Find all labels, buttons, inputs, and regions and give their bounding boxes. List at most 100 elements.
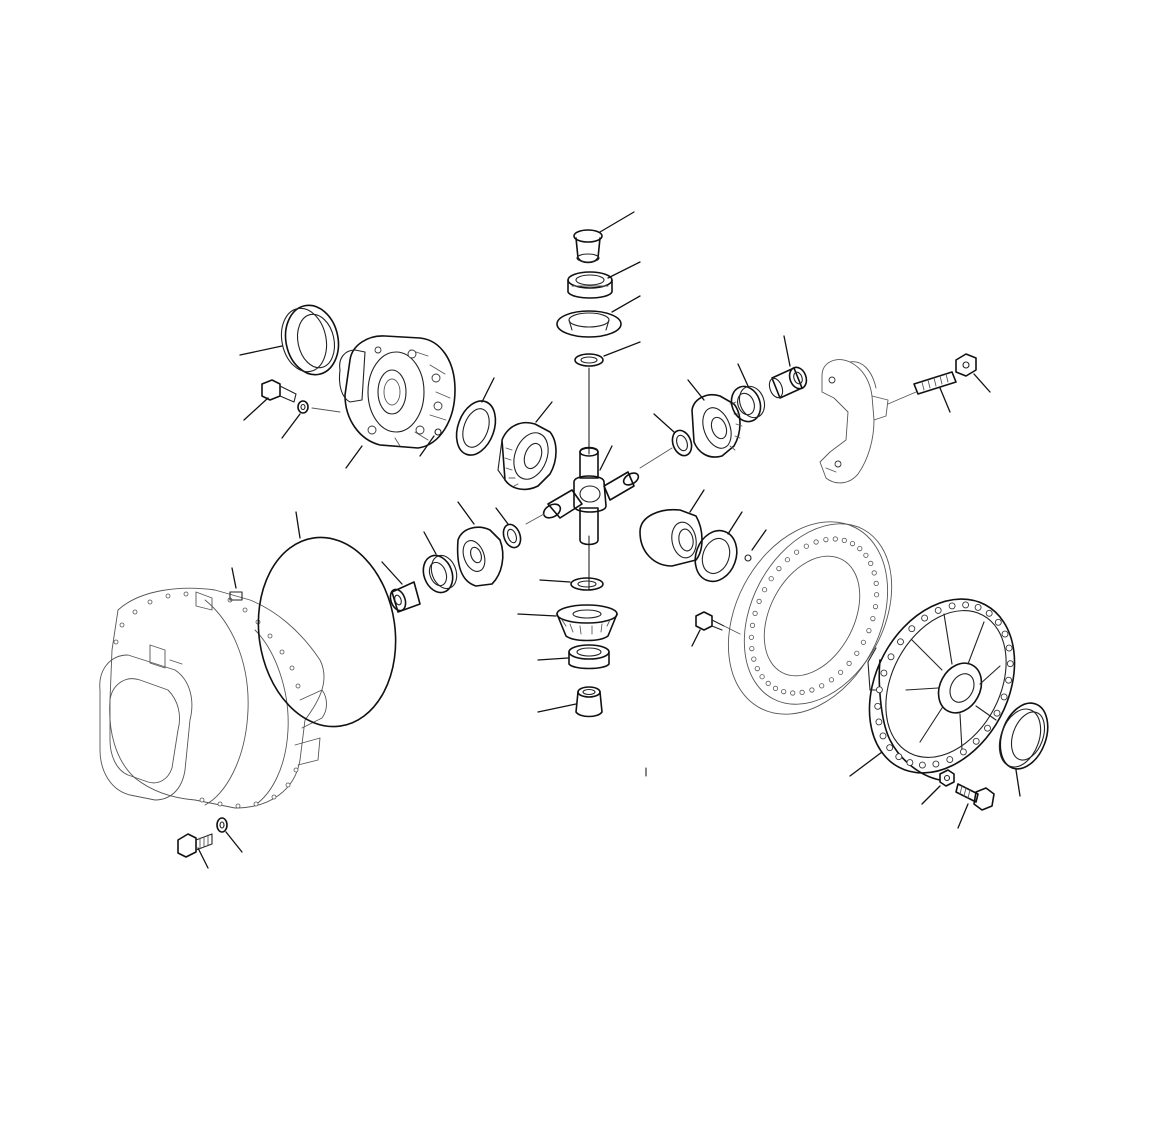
disc-hole	[841, 537, 847, 544]
leader-line	[957, 803, 969, 829]
leader-line	[345, 445, 363, 469]
disc-hole	[873, 592, 880, 598]
bushing-right	[768, 366, 808, 399]
disc-hole	[849, 540, 856, 547]
side-gear-right	[691, 394, 743, 458]
hub-hole	[1000, 693, 1008, 701]
hub-hole	[886, 744, 894, 752]
side-gear-left	[497, 421, 557, 491]
leader-line	[723, 625, 741, 635]
disc-hole	[832, 536, 838, 542]
thrust-washer-right	[671, 429, 693, 457]
hub-oil-seal	[998, 702, 1049, 770]
hub-hole	[918, 761, 926, 769]
thrust-washer-left	[455, 400, 497, 456]
disc-hole	[768, 576, 774, 582]
hub-hole	[1005, 676, 1013, 684]
disc-hole	[870, 615, 876, 622]
leader-line	[525, 513, 545, 525]
bearing-right	[730, 385, 766, 423]
leader-line	[481, 377, 495, 403]
pinion-bottom-thrust-washer	[570, 577, 604, 591]
bracket-nut	[955, 353, 977, 377]
disc-hole	[828, 677, 835, 683]
hub-hole	[874, 702, 882, 710]
hub-bolt	[955, 783, 995, 811]
hub-flange	[867, 598, 1016, 781]
axle-housing	[99, 587, 327, 809]
leader-line	[457, 501, 475, 525]
leader-line	[939, 387, 951, 413]
disc-hole	[761, 587, 768, 593]
disc-hole	[790, 690, 796, 696]
housing-washer	[216, 817, 228, 833]
disc-bolt	[695, 611, 725, 631]
disc-hole	[809, 687, 815, 693]
case-pin	[434, 428, 442, 436]
hub-hole	[875, 718, 883, 726]
leader-line	[653, 413, 675, 433]
disc-hole	[819, 683, 825, 689]
disc-hole	[823, 536, 829, 543]
hub-hole	[1006, 660, 1014, 668]
leader-line	[973, 373, 991, 393]
disc-hole	[749, 622, 756, 629]
leader-line	[197, 847, 209, 869]
leader-line	[887, 391, 917, 405]
hub-hole	[906, 759, 914, 767]
disc-hole	[765, 680, 771, 687]
leader-line	[783, 335, 791, 367]
disc-hole	[813, 539, 819, 545]
brake-disc	[727, 521, 893, 715]
case-oil-seal-left	[280, 304, 340, 376]
leader-line	[539, 579, 571, 583]
disc-hole	[759, 674, 765, 680]
leader-line	[537, 657, 569, 661]
leader-line	[535, 401, 553, 423]
small-pin-right	[744, 554, 752, 562]
leader-line	[687, 379, 705, 401]
case-bolt	[261, 379, 297, 403]
leader-line	[243, 397, 269, 421]
leader-line	[691, 629, 701, 647]
pinion-bottom-bearing	[568, 644, 610, 670]
leader-line	[607, 261, 641, 279]
disc-hole	[751, 656, 757, 662]
hub-hole	[1001, 630, 1009, 638]
leader-line	[603, 341, 641, 357]
differential-case-left	[338, 335, 456, 449]
bearing-left-lower	[422, 554, 458, 594]
disc-hole	[752, 610, 758, 617]
leader-line	[611, 295, 641, 313]
housing-pin	[229, 591, 243, 601]
disc-hole	[776, 565, 782, 572]
disc-hole	[866, 627, 872, 634]
disc-hole	[871, 570, 877, 576]
leader-line	[239, 345, 283, 356]
spider-cross	[542, 446, 640, 546]
leader-line	[537, 703, 577, 713]
disc-hole	[784, 557, 791, 563]
leader-line	[381, 561, 403, 585]
disc-hole	[748, 634, 755, 640]
hub-hole	[974, 603, 982, 611]
pinion-bottom-bushing	[575, 686, 603, 718]
leader-line	[737, 363, 749, 387]
disc-hole	[846, 660, 852, 667]
disc-hole	[772, 685, 779, 692]
hub-hole	[993, 709, 1001, 717]
leader-line	[849, 751, 883, 777]
hub-hole	[895, 753, 903, 761]
hub-nut	[939, 769, 955, 787]
hub-hole	[879, 732, 887, 740]
leader-line	[311, 407, 341, 413]
leader-line	[495, 507, 509, 525]
housing-o-ring	[257, 536, 397, 728]
disc-hole	[860, 639, 867, 645]
disc-hole	[863, 552, 869, 558]
hub-hole	[972, 737, 980, 745]
hub-hole	[887, 653, 895, 661]
cage-left-lower	[456, 526, 504, 587]
hub-hole	[932, 760, 940, 768]
